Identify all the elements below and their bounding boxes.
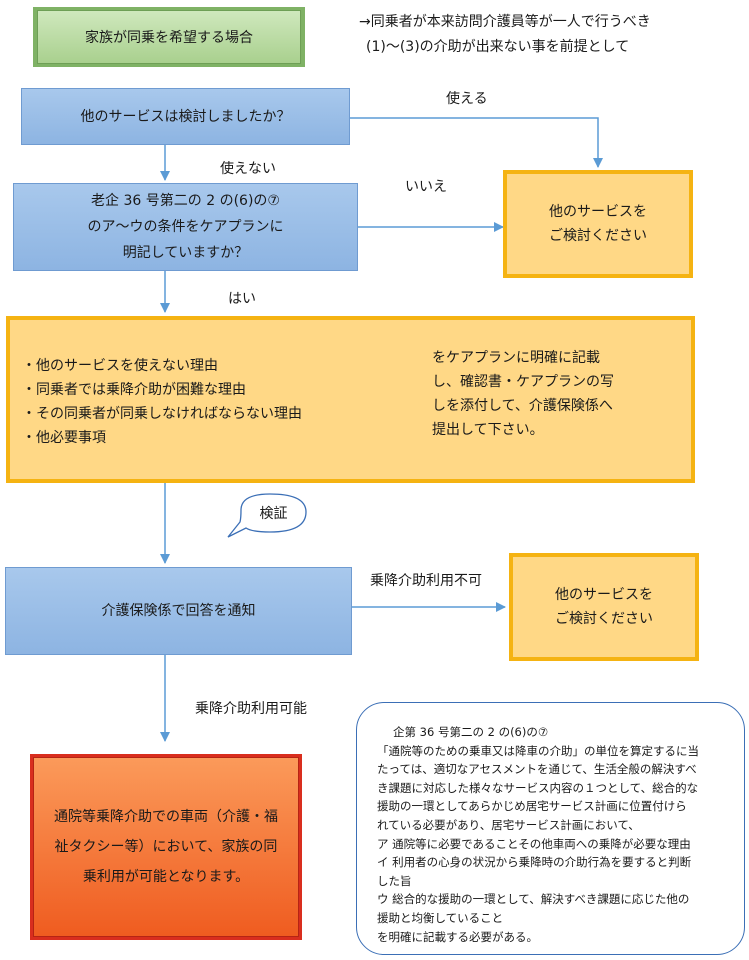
label-no: いいえ — [405, 179, 447, 195]
question-other-service-box: 他のサービスは検討しましたか？ — [21, 88, 350, 145]
regulation-note-box: 企第 36 号第二の 2 の(6)の⑦ 「通院等のための乗車又は降車の介助」の単… — [356, 702, 745, 955]
label-allowed: 乗降介助利用可能 — [195, 701, 307, 717]
question-careplan-line-3: 明記していますか？ — [122, 245, 249, 261]
premise-line-1: →同乗者が本来訪問介護員等が一人で行うべき — [359, 14, 651, 30]
notify-box: 介護保険係で回答を通知 — [5, 567, 352, 655]
note-line: ウ 総合的な援助の一環として、解決すべき課題に応じた他の — [377, 892, 690, 907]
note-line: イ 利用者の心身の状況から乗降時の介助行為を要すると判断 — [377, 855, 692, 870]
reasons-box: ・他のサービスを使えない理由 ・同乗者では乗降介助が困難な理由 ・その同乗者が同… — [6, 316, 695, 483]
reasons-list: ・他のサービスを使えない理由 ・同乗者では乗降介助が困難な理由 ・その同乗者が同… — [22, 354, 302, 450]
question-careplan-line-1: 老企 36 号第二の 2 の(6)の⑦ — [91, 193, 280, 209]
other-service-1-line-2: ご検討ください — [549, 228, 647, 244]
instruction-line: をケアプランに明確に記載 — [432, 350, 600, 366]
other-service-2-line-1: 他のサービスを — [555, 587, 653, 603]
instruction-line: し、確認書・ケアプランの写 — [432, 374, 614, 390]
reason-item: ・他必要事項 — [22, 430, 106, 446]
instruction-line: しを添付して、介護保険係へ — [432, 398, 613, 414]
reason-item: ・その同乗者が同乗しなければならない理由 — [22, 406, 302, 422]
question-other-service-label: 他のサービスは検討しましたか？ — [80, 108, 291, 125]
note-line: き課題に対応した様々なサービス内容の１つとして、総合的な — [377, 780, 699, 795]
other-service-2-line-2: ご検討ください — [555, 611, 653, 627]
reason-item: ・他のサービスを使えない理由 — [22, 358, 218, 374]
note-line: を明確に記載する必要がある。 — [377, 929, 538, 944]
start-box: 家族が同乗を希望する場合 — [33, 7, 305, 67]
other-service-box-2: 他のサービスを ご検討ください — [509, 553, 699, 661]
result-box: 通院等乗降介助での車両（介護・福 祉タクシー等）において、家族の同 乗利用が可能… — [30, 754, 302, 940]
other-service-1-line-1: 他のサービスを — [549, 204, 647, 220]
label-can-use: 使える — [446, 91, 488, 107]
notify-label: 介護保険係で回答を通知 — [101, 603, 256, 619]
start-box-label: 家族が同乗を希望する場合 — [85, 30, 253, 46]
regulation-note-text: 企第 36 号第二の 2 の(6)の⑦ 「通院等のための乗車又は降車の介助」の単… — [377, 723, 699, 946]
question-careplan-box: 老企 36 号第二の 2 の(6)の⑦ のア～ウの条件をケアプランに 明記してい… — [13, 183, 358, 271]
result-line: 乗利用が可能となります。 — [82, 869, 250, 885]
question-careplan-line-2: のア～ウの条件をケアプランに — [87, 219, 284, 235]
note-line: した旨 — [377, 873, 412, 888]
callout-bubble — [227, 493, 307, 538]
reason-item: ・同乗者では乗降介助が困難な理由 — [22, 382, 246, 398]
label-cannot-use: 使えない — [220, 161, 276, 177]
arrow-q1-to-other — [350, 117, 603, 168]
note-line: 援助と均衡していること — [377, 910, 504, 925]
note-line: 援助の一環としてあらかじめ居宅サービス計画に位置付けら — [377, 799, 687, 814]
callout-verify: 検証 — [259, 506, 288, 522]
note-line: 「通院等のための乗車又は降車の介助」の単位を算定するに当 — [377, 743, 699, 758]
reasons-instruction: をケアプランに明確に記載 し、確認書・ケアプランの写 しを添付して、介護保険係へ… — [432, 346, 614, 442]
note-title: 企第 36 号第二の 2 の(6)の⑦ — [393, 725, 549, 739]
result-line: 通院等乗降介助での車両（介護・福 — [54, 809, 278, 825]
result-line: 祉タクシー等）において、家族の同 — [54, 839, 278, 855]
premise-line-2: (1)～(3)の介助が出来ない事を前提として — [366, 39, 630, 55]
label-not-allowed: 乗降介助利用不可 — [370, 573, 482, 589]
note-line: れている必要があり、居宅サービス計画において、 — [377, 817, 640, 832]
instruction-line: 提出して下さい。 — [432, 422, 544, 438]
note-line: たっては、適切なアセスメントを通じて、生活全般の解決すべ — [377, 762, 697, 777]
note-line: ア 通院等に必要であることその他車両への乗降が必要な理由 — [377, 836, 691, 851]
label-yes: はい — [228, 291, 256, 307]
other-service-box-1: 他のサービスを ご検討ください — [503, 170, 693, 278]
